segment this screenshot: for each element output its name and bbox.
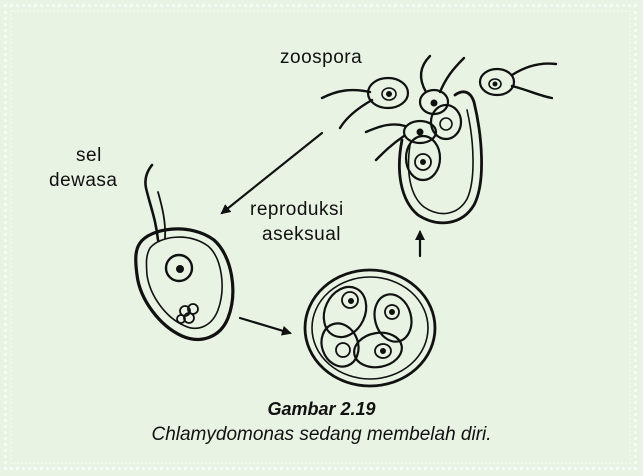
caption-text: Chlamydomonas sedang membelah diri. [0,424,643,446]
dividing-cell [305,270,435,386]
label-zoospora: zoospora [280,47,362,69]
label-sel: sel [76,145,102,167]
label-aseksual: aseksual [262,224,341,246]
daughter-cell-1 [316,280,374,344]
arrow-to-division [240,318,290,333]
label-dewasa: dewasa [49,170,118,192]
zoospore-right [480,63,556,98]
daughter-cell-2 [369,290,416,346]
label-reproduksi: reproduksi [250,199,344,221]
zoospore-release [322,56,556,223]
zoospore-left [322,78,408,128]
adult-cell [136,165,233,339]
caption-title: Gambar 2.19 [0,399,643,420]
